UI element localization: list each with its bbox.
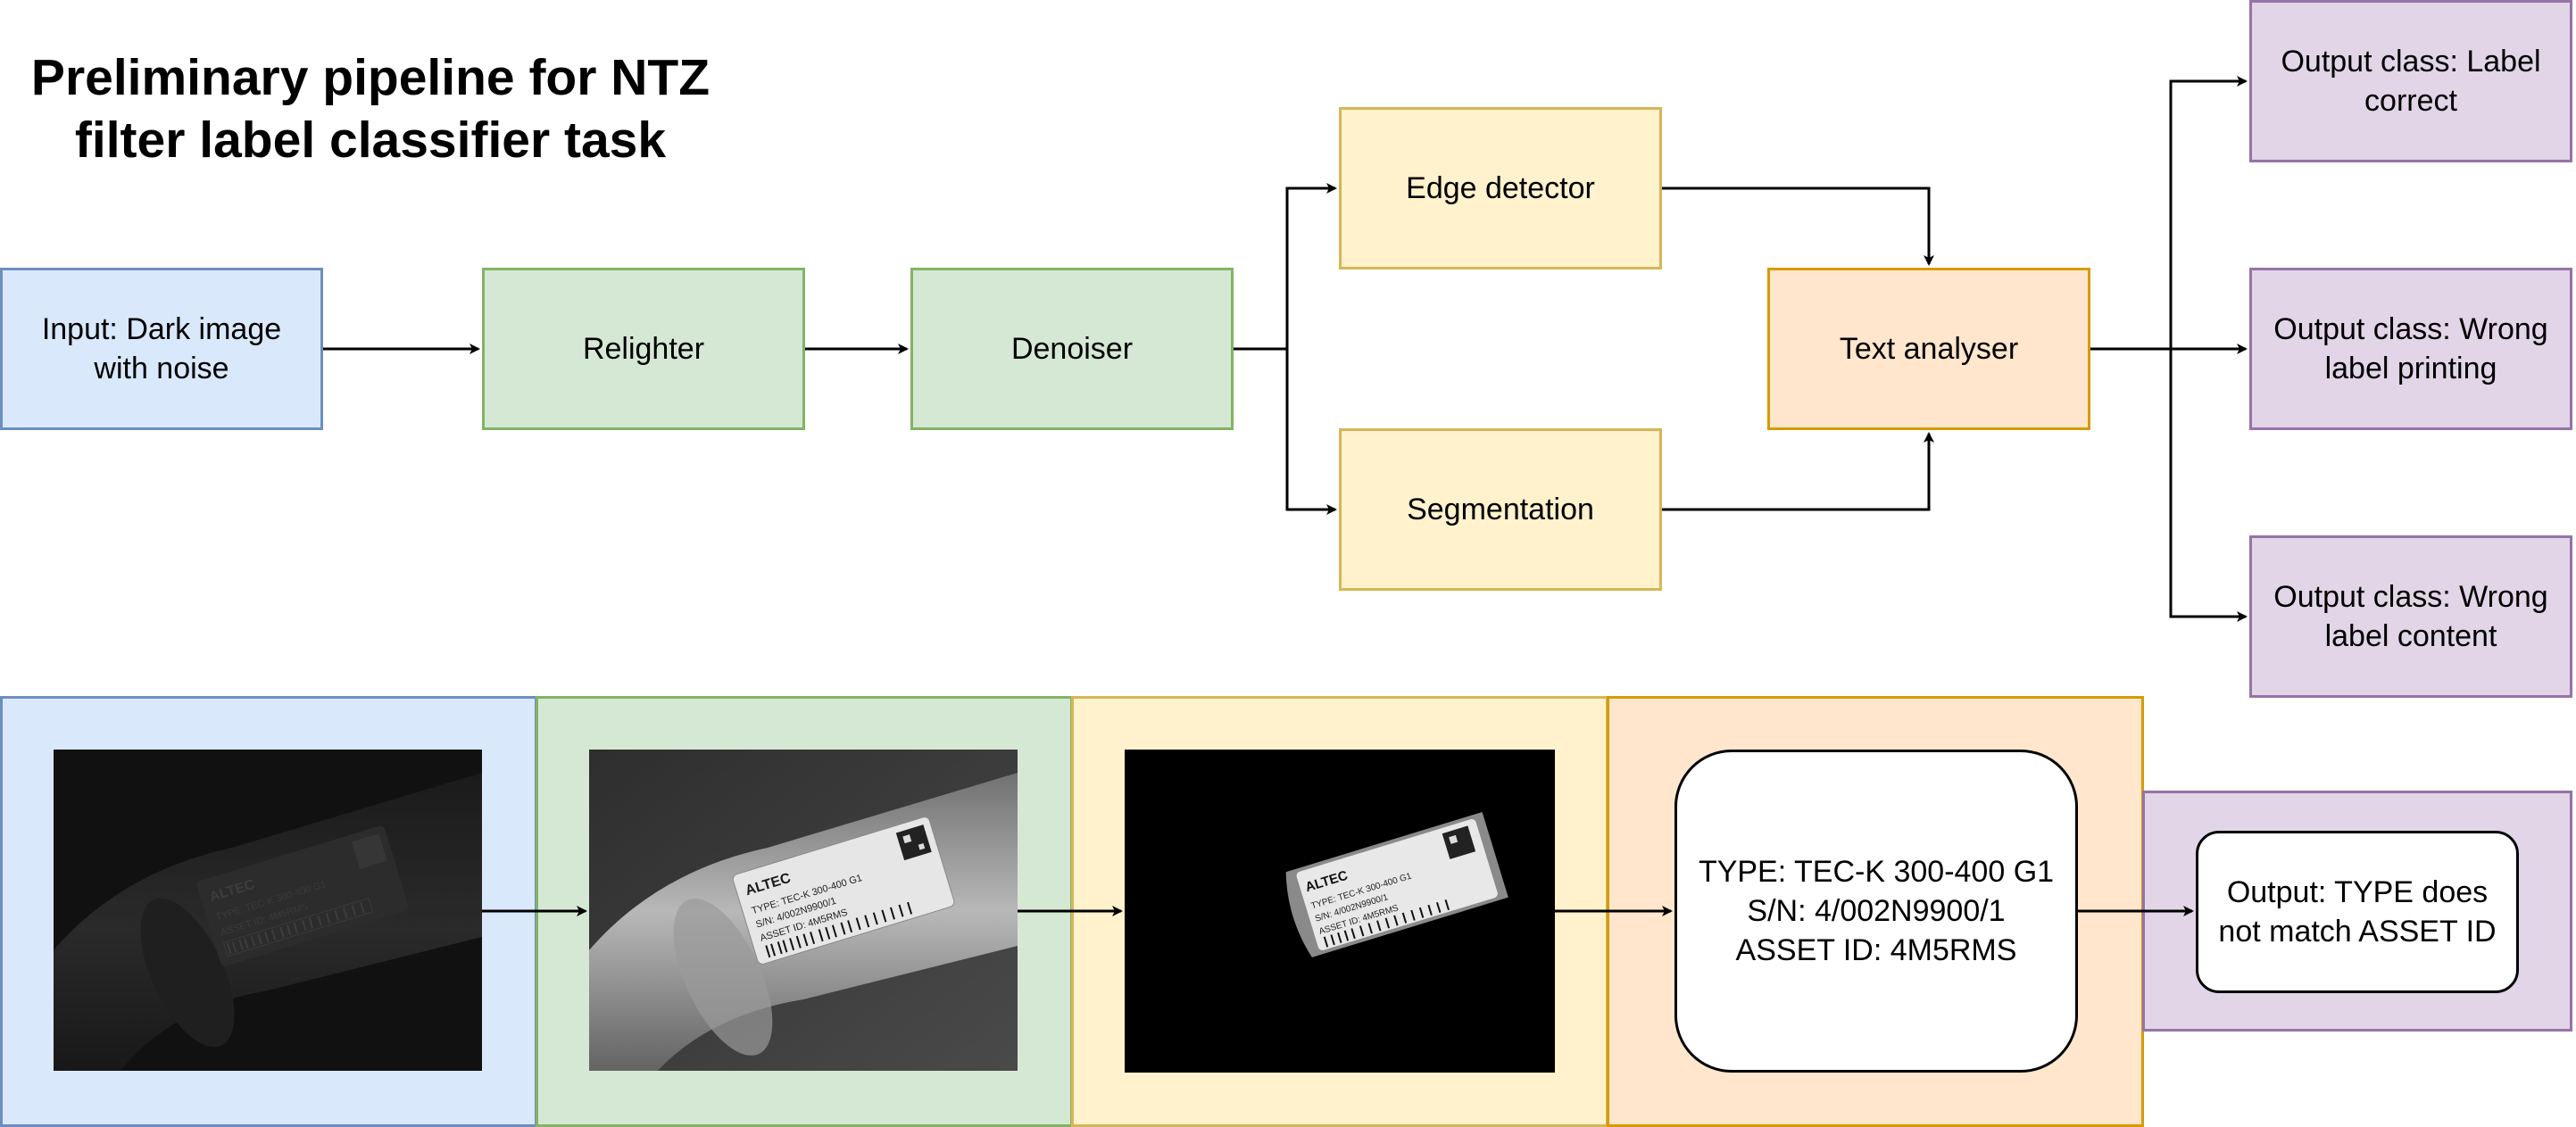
edge-detector-box: Edge detector xyxy=(1339,107,1662,269)
readout-sn: S/N: 4/002N9900/1 xyxy=(1747,894,2006,928)
arrow-text-analyser-to-output-1 xyxy=(2169,76,2248,349)
dark-noisy-photo: ALTEC TYPE: TEC-K 300-400 G1 ASSET ID: 4… xyxy=(54,750,482,1071)
result-line-2: not match ASSET ID xyxy=(2218,915,2497,949)
arrow-denoiser-to-edge-detector xyxy=(1234,183,1337,351)
arrow-edge-detector-to-text-analyser xyxy=(1662,186,1934,266)
output-wrong-printing-box: Output class: Wrong label printing xyxy=(2249,268,2572,430)
diagram-title: Preliminary pipeline for NTZ filter labe… xyxy=(0,46,741,171)
relighter-label: Relighter xyxy=(582,332,705,366)
text-analyser-label: Text analyser xyxy=(1839,332,2019,366)
output-1-line-2: correct xyxy=(2364,84,2457,118)
denoiser-label: Denoiser xyxy=(1010,332,1134,366)
dark-photo-qr-code xyxy=(351,833,387,870)
output-label-correct-box: Output class: Label correct xyxy=(2249,0,2572,162)
result-card: Output: TYPE does not match ASSET ID xyxy=(2196,831,2519,993)
text-analyser-box: Text analyser xyxy=(1767,268,2090,430)
input-line-1: Input: Dark image xyxy=(41,312,282,346)
result-line-1: Output: TYPE does xyxy=(2226,875,2489,909)
input-line-2: with noise xyxy=(94,352,229,385)
segmented-photo-qr-code xyxy=(1442,825,1476,859)
output-2-line-1: Output class: Wrong xyxy=(2273,312,2548,346)
output-2-line-2: label printing xyxy=(2324,352,2497,385)
segmentation-box: Segmentation xyxy=(1339,428,1662,591)
arrow-segmentation-to-text-analyser xyxy=(1662,432,1934,511)
output-1-line-1: Output class: Label xyxy=(2281,45,2541,79)
readout-asset-id: ASSET ID: 4M5RMS xyxy=(1735,933,2017,967)
title-line-2: filter label classifier task xyxy=(74,112,667,169)
denoiser-box: Denoiser xyxy=(910,268,1234,430)
arrow-denoiser-to-segmentation xyxy=(1285,349,1337,515)
readout-type: TYPE: TEC-K 300-400 G1 xyxy=(1698,855,2055,889)
relighter-box: Relighter xyxy=(482,268,805,430)
relit-photo: ALTEC TYPE: TEC-K 300-400 G1 S/N: 4/002N… xyxy=(589,750,1018,1071)
relit-photo-qr-code xyxy=(895,825,932,861)
arrow-text-analyser-to-output-3 xyxy=(2169,349,2248,622)
segmentation-label: Segmentation xyxy=(1407,493,1594,526)
output-wrong-content-box: Output class: Wrong label content xyxy=(2249,535,2572,698)
label-readout-card: TYPE: TEC-K 300-400 G1 S/N: 4/002N9900/1… xyxy=(1674,750,2078,1073)
output-3-line-1: Output class: Wrong xyxy=(2273,580,2548,614)
input-box: Input: Dark image with noise xyxy=(0,268,323,430)
edge-detector-label: Edge detector xyxy=(1406,171,1595,205)
dark-photo-barcode xyxy=(222,898,374,957)
output-3-line-2: label content xyxy=(2324,619,2497,653)
title-line-1: Preliminary pipeline for NTZ xyxy=(30,49,710,106)
segmented-photo: ALTEC TYPE: TEC-K 300-400 G1 S/N: 4/002N… xyxy=(1125,750,1555,1073)
